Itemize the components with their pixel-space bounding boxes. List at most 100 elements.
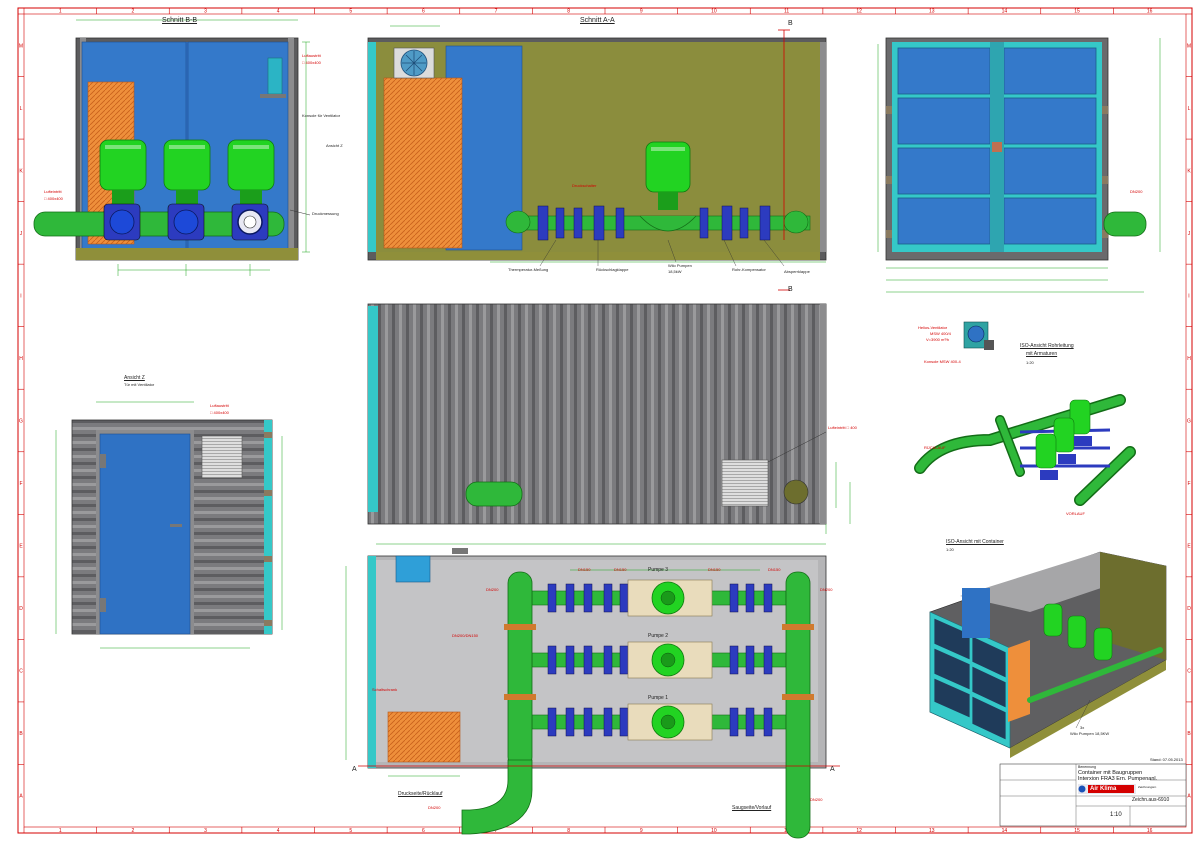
scale-iso-container: 1:20 xyxy=(946,547,954,552)
plan-pump-row xyxy=(531,703,787,741)
section-marker-a-left: A xyxy=(352,766,357,773)
view-side-cladding xyxy=(367,303,851,534)
label-pumpe-2: Pumpe 2 xyxy=(648,633,669,639)
frame-column-label: 7 xyxy=(495,828,498,834)
title-block-stand: Stand: 07.05.2013 xyxy=(1150,757,1183,762)
frame-column-label: 14 xyxy=(1002,9,1008,15)
label-wilo-kw: 18,5kW xyxy=(668,269,682,274)
frame-row-label: L xyxy=(1188,106,1191,112)
frame-labels: 1122334455667788991010111112121313141415… xyxy=(19,9,1191,835)
label-dn200-plan-left: DN200 xyxy=(486,587,499,592)
label-iso-pump-qty: 3x xyxy=(1080,725,1085,730)
frame-row-label: E xyxy=(1187,544,1191,550)
title-ansicht-z: Ansicht Z xyxy=(124,375,145,381)
frame-column-label: 16 xyxy=(1147,828,1153,834)
view-ansicht-z xyxy=(55,401,283,649)
label-rueckschlagklappe: Rückschlagklappe xyxy=(596,267,629,272)
frame-row-label: G xyxy=(19,419,23,425)
label-dn200-druck: DN200 xyxy=(428,805,441,810)
title-block-scale: 1:10 xyxy=(1110,812,1122,818)
frame-row-label: A xyxy=(1187,794,1191,800)
plan-pump-row xyxy=(531,641,787,679)
label-ruecklauf: RÜCKLAUF xyxy=(924,445,946,450)
title-block-line2: Interxion FRA3 Ern. Pumpenanl. xyxy=(1078,776,1158,782)
pump-bb-1 xyxy=(99,139,147,241)
label-helios-model: MSW 400/4 xyxy=(930,331,951,336)
frame-column-label: 5 xyxy=(349,828,352,834)
frame-row-label: K xyxy=(19,168,23,174)
label-helios: Helios-Ventilator xyxy=(918,325,948,330)
label-luftaustritt-bb: Luftaustritt xyxy=(302,53,321,58)
label-pumpe-3: Pumpe 3 xyxy=(648,567,669,573)
label-luftaustritt-z-size: □ 400x400 xyxy=(210,410,229,415)
view-plan xyxy=(345,543,840,839)
frame-column-label: 11 xyxy=(784,9,789,15)
label-saugseite: Saugseite/Vorlauf xyxy=(732,805,772,811)
label-luftaustritt-z: Luftaustritt xyxy=(210,403,229,408)
title-iso-pipe-2: mit Armaturen xyxy=(1026,351,1058,357)
helios-fan xyxy=(963,321,994,350)
section-marker-b-top: B xyxy=(788,20,793,27)
title-block-logo: Air Klima xyxy=(1090,786,1117,792)
frame-row-label: B xyxy=(19,731,23,737)
frame-row-label: G xyxy=(1187,419,1191,425)
frame-column-label: 2 xyxy=(132,828,135,834)
label-dn200-dn150: DN200/DN150 xyxy=(452,633,479,638)
view-schnitt-aa xyxy=(367,25,827,291)
frame-row-label: H xyxy=(1187,356,1191,362)
label-temperatur: Thermperatur-Meßung xyxy=(508,267,549,272)
label-dn200-front: DN200 xyxy=(1130,189,1143,194)
label-lufteintritt-bb: Lufteintritt xyxy=(44,189,62,194)
label-ansicht-z-ref: Ansicht Z xyxy=(326,143,343,148)
frame-column-label: 7 xyxy=(495,9,498,15)
frame-row-label: D xyxy=(19,606,23,612)
title-block-benennung: Benennung xyxy=(1078,765,1096,769)
frame-column-label: 12 xyxy=(856,828,862,834)
frame-column-label: 4 xyxy=(277,9,280,15)
frame-column-label: 12 xyxy=(856,9,862,15)
frame-row-label: K xyxy=(1187,168,1191,174)
frame-column-label: 1 xyxy=(59,828,62,834)
frame-row-label: D xyxy=(1187,606,1191,612)
frame-column-label: 4 xyxy=(277,828,280,834)
label-iso-pumps: Wilo Pumpen 18,5KW xyxy=(1070,731,1110,736)
label-dn200-plan-right: DN200 xyxy=(820,587,833,592)
frame-column-label: 2 xyxy=(132,9,135,15)
label-dn150-d: DN150 xyxy=(768,567,781,572)
title-block xyxy=(999,763,1187,827)
frame-column-label: 13 xyxy=(929,9,935,15)
frame-column-label: 16 xyxy=(1147,9,1153,15)
label-schaltschrank: Schaltschrank xyxy=(372,687,398,692)
section-marker-a-right: A xyxy=(830,766,835,773)
label-konsole-ventilator: Konsole für Ventilator xyxy=(302,113,341,118)
plan-pump-row xyxy=(531,579,787,617)
frame-column-label: 5 xyxy=(349,9,352,15)
label-dn150-a: DN150 xyxy=(578,567,591,572)
frame-row-label: H xyxy=(19,356,23,362)
title-iso-container: ISO-Ansicht mit Container xyxy=(946,539,1004,545)
frame-column-label: 8 xyxy=(567,828,570,834)
label-druckmessung: Druckmessung xyxy=(312,211,339,216)
label-druckseite: Druckseite/Rücklauf xyxy=(398,791,443,797)
label-konsole-msw: Konsole MSW 400-4 xyxy=(924,359,961,364)
view-front-doors xyxy=(877,37,1161,293)
label-absperrklappe: Absperrklappe xyxy=(784,269,810,274)
frame-column-label: 8 xyxy=(567,9,570,15)
pump-aa xyxy=(639,141,697,232)
frame-column-label: 6 xyxy=(422,828,425,834)
label-lufteintritt-bb-size: □ 400x400 xyxy=(44,196,63,201)
title-schnitt-aa: Schnitt A-A xyxy=(580,17,615,24)
subtitle-ansicht-z: Tür mit Ventilator xyxy=(124,382,155,387)
pump-bb-2 xyxy=(163,139,211,241)
label-vorlauf: VORLAUF xyxy=(1066,511,1085,516)
label-druckschalter: Druckschalter xyxy=(572,183,597,188)
frame-column-label: 15 xyxy=(1074,9,1080,15)
view-schnitt-bb xyxy=(33,19,311,276)
frame-column-label: 10 xyxy=(711,9,717,15)
label-dn200-saug: DN200 xyxy=(810,797,823,802)
label-luftaustritt-bb-size: □ 400x400 xyxy=(302,60,321,65)
frame-column-label: 9 xyxy=(640,828,643,834)
frame-row-label: L xyxy=(20,106,23,112)
